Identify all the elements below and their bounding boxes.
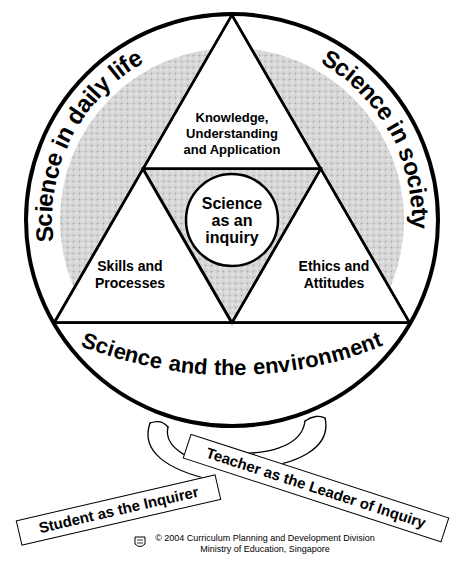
- domain-label: Knowledge, Understanding and Application: [176, 110, 288, 158]
- core-label: Science as an inquiry: [194, 195, 270, 246]
- letter: c: [32, 213, 56, 226]
- ethics-triangle: Ethics and Attitudes: [232, 169, 410, 323]
- domain-label: Skills and Processes: [88, 258, 172, 292]
- inquiry-circle: Science as an inquiry: [186, 174, 278, 266]
- letter: e: [149, 349, 165, 373]
- letter: [207, 356, 214, 378]
- letter: S: [32, 225, 57, 243]
- knowledge-triangle: Knowledge, Understanding and Application: [143, 15, 321, 169]
- letter: t: [213, 357, 221, 379]
- teacher-hand: [305, 416, 325, 421]
- circle-outline: [186, 174, 278, 266]
- letter: e: [234, 357, 247, 379]
- letter: n: [180, 354, 196, 377]
- copyright-note: Ministry of Education, Singapore: [145, 544, 385, 555]
- outer-triangle: [54, 15, 409, 323]
- letter: h: [221, 357, 235, 379]
- logo-mark: [137, 540, 143, 543]
- outer-circle: [26, 14, 438, 426]
- ministry-logo: [135, 537, 145, 547]
- ring-label: Science and the environment: [79, 329, 386, 379]
- triangle-outline: [143, 15, 321, 169]
- letter: e: [406, 193, 431, 209]
- student-hand: [150, 422, 168, 427]
- triangle-outline: [232, 169, 410, 323]
- letter: e: [252, 356, 266, 379]
- teacher-ribbon: Teacher as the Leader of Inquiry: [183, 434, 450, 543]
- copyright-block: © 2004 Curriculum Planning and Developme…: [145, 533, 385, 555]
- letter: d: [193, 355, 208, 378]
- letter: y: [408, 215, 432, 229]
- ethics-triangle-outline: [232, 169, 410, 323]
- ribbon-label: Teacher as the Leader of Inquiry: [184, 435, 448, 541]
- ring-label: Science in society: [318, 46, 432, 229]
- copyright-note: © 2004 Curriculum Planning and Developme…: [145, 533, 385, 544]
- context-ring: Knowledge, Understanding and Application…: [22, 10, 442, 430]
- inverted-triangle: [143, 169, 321, 323]
- domain-label: Ethics and Attitudes: [292, 258, 376, 292]
- letter: t: [408, 207, 432, 216]
- logo-shield: [135, 537, 145, 547]
- ring-label: Science in daily life: [32, 46, 146, 243]
